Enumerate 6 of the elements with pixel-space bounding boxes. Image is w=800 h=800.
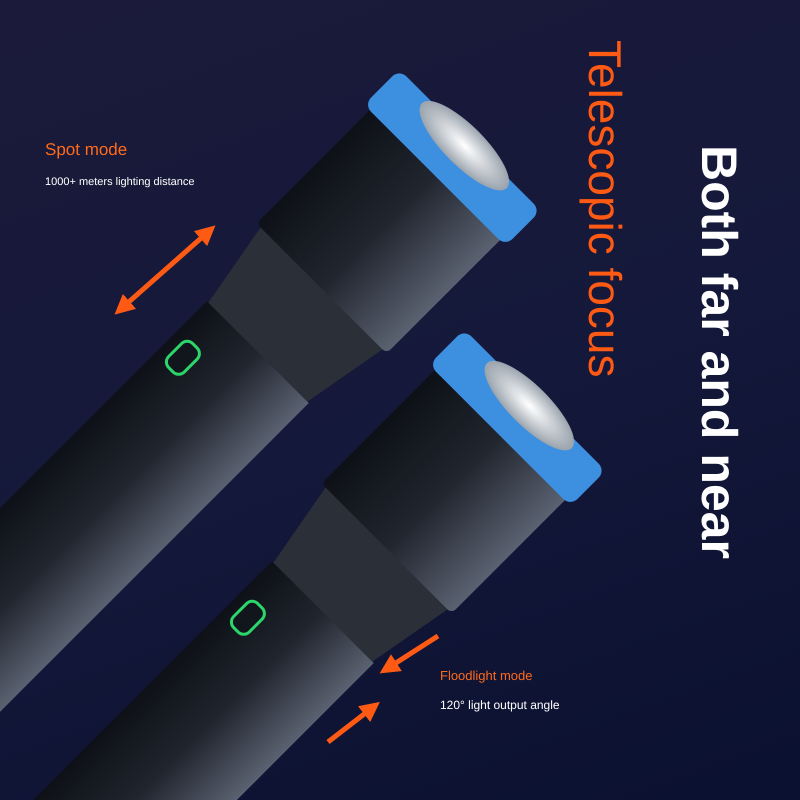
mode-heading: Spot mode <box>45 140 128 160</box>
caption-text: 120° light output angle <box>440 698 560 712</box>
caption-text: 1000+ meters lighting distance <box>45 176 195 188</box>
mode-heading: Floodlight mode <box>440 668 532 683</box>
vertical-heading: Both far and near <box>690 145 748 559</box>
vertical-heading: Telescopic focus <box>578 40 632 378</box>
